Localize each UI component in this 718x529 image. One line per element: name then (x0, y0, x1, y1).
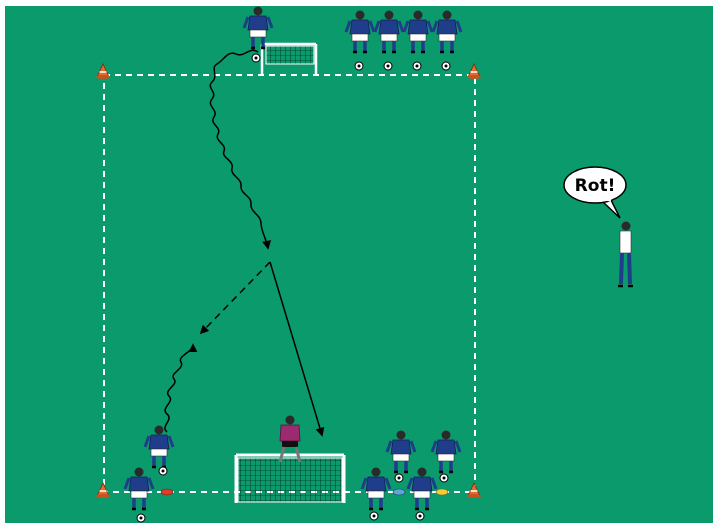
large-goal (236, 455, 344, 503)
pitch (5, 6, 713, 523)
coach-callout: Rot! (575, 176, 616, 196)
